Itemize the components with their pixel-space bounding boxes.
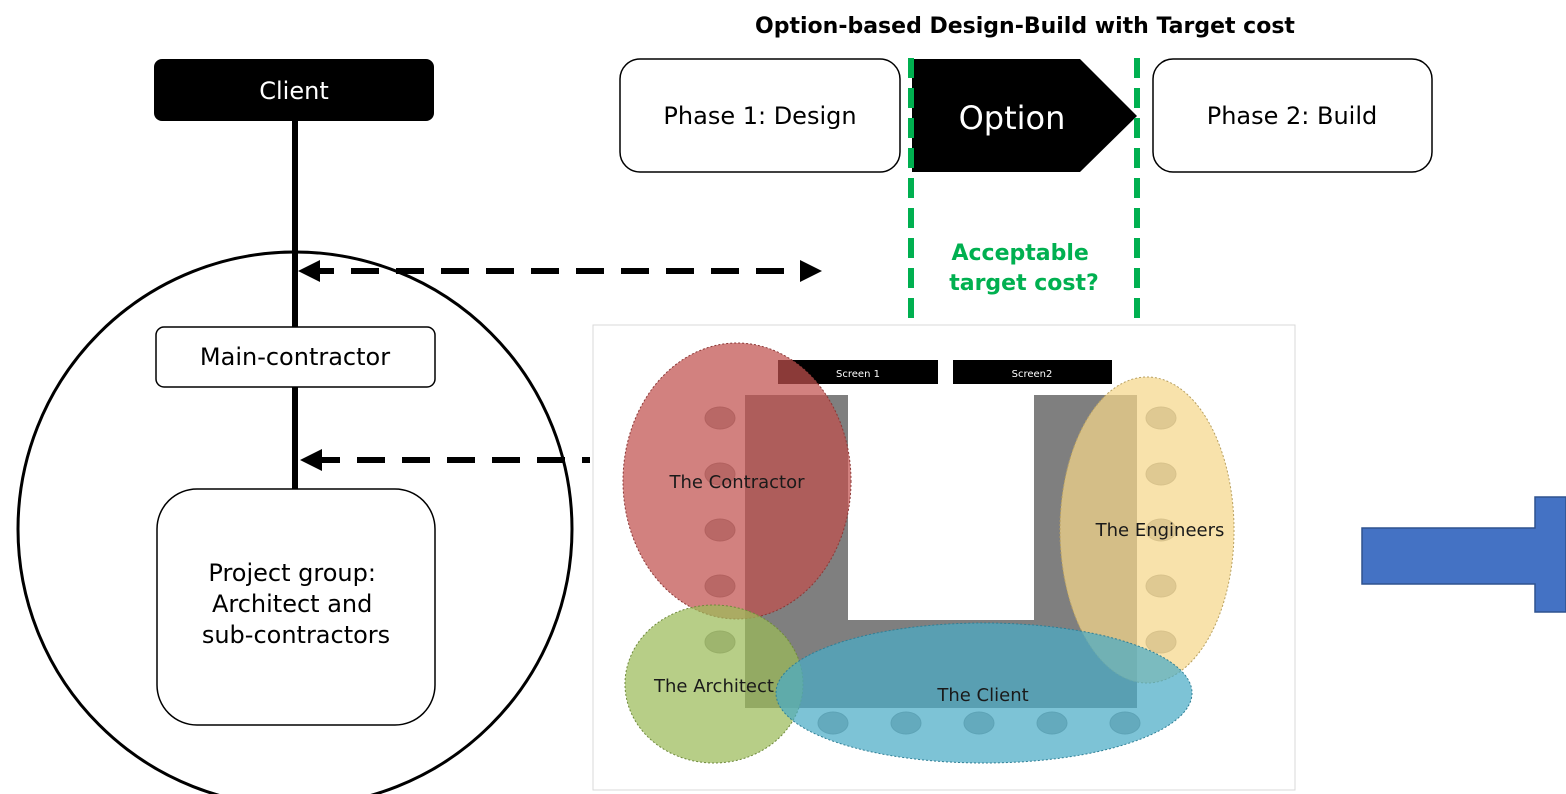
- engineers-label: The Engineers: [1095, 520, 1225, 541]
- project-group-box: [156, 488, 436, 726]
- client-box: [154, 59, 434, 121]
- engineers-zone: [1059, 376, 1235, 684]
- contractor-label: The Contractor: [668, 472, 805, 493]
- architect-label: The Architect: [653, 676, 774, 697]
- option-label: Option: [959, 99, 1066, 137]
- project-group-line-1: Project group:: [208, 559, 376, 587]
- org-chart: Client Main-contractor Project group: Ar…: [16, 59, 822, 794]
- client-label: Client: [259, 77, 328, 105]
- option-chevron: [912, 59, 1137, 172]
- acceptable-label: Acceptable target cost?: [949, 241, 1099, 296]
- phase1-box: [619, 58, 901, 173]
- client-zone: [775, 622, 1193, 764]
- client-zone-label: The Client: [936, 685, 1028, 706]
- phase2-label: Phase 2: Build: [1207, 102, 1378, 130]
- dashed-arrow-right-head: [800, 260, 822, 282]
- blue-arrow: [1361, 496, 1566, 613]
- diagram-title: Option-based Design-Build with Target co…: [755, 14, 1295, 39]
- phase-row: Phase 1: Design Option Phase 2: Build Ac…: [619, 58, 1433, 322]
- project-group-label: Project group: Architect and sub-contrac…: [202, 559, 390, 649]
- main-contractor-box: [155, 326, 436, 388]
- main-contractor-label: Main-contractor: [200, 343, 390, 371]
- screen-1-label: Screen 1: [836, 369, 880, 380]
- meeting-room-image: Screen 1 Screen2: [592, 324, 1296, 791]
- project-group-line-3: sub-contractors: [202, 621, 390, 649]
- acceptable-line-2: target cost?: [949, 271, 1099, 296]
- project-group-line-2: Architect and: [212, 590, 372, 618]
- dashed-single-arrow-head: [300, 449, 322, 471]
- acceptable-line-1: Acceptable: [951, 241, 1088, 266]
- screen-2: [953, 360, 1112, 384]
- screen-2-label: Screen2: [1012, 369, 1053, 380]
- phase1-label: Phase 1: Design: [663, 102, 856, 130]
- phase2-box: [1152, 58, 1433, 173]
- contractor-zone: [622, 342, 852, 620]
- dashed-arrow-left-head: [298, 260, 320, 282]
